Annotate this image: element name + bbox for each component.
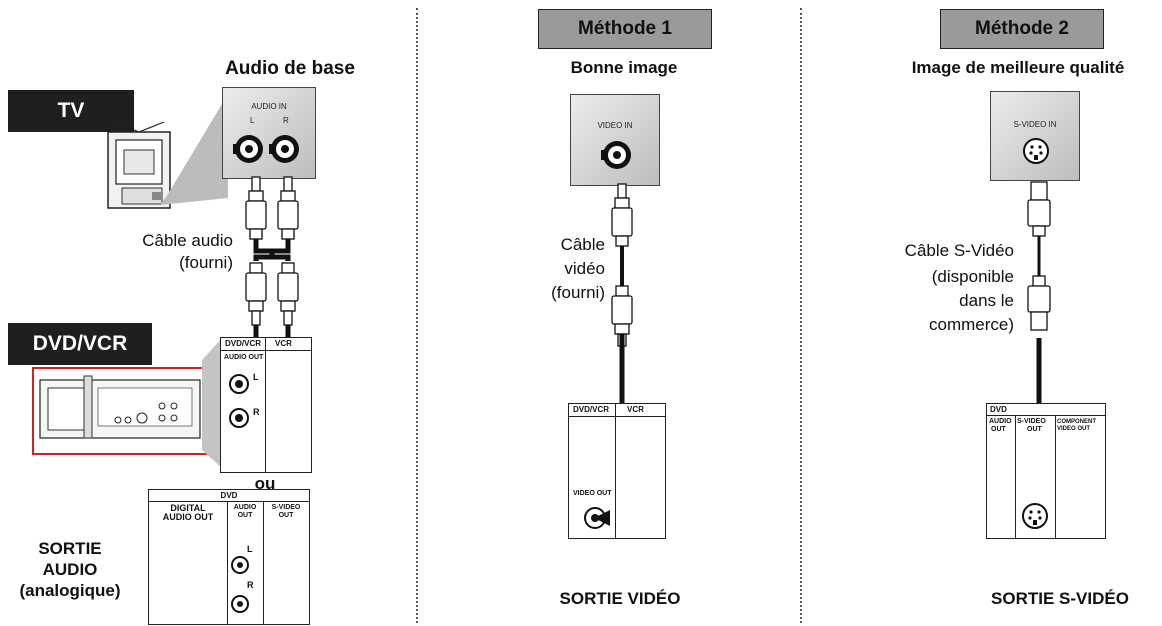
- audio-in-plate: AUDIO IN L R: [222, 87, 316, 179]
- svideo-cable-label-line2: (disponible: [931, 267, 1014, 286]
- panel1-r-label: R: [253, 407, 260, 417]
- dvdvcr-tag: DVD/VCR: [8, 323, 152, 365]
- panel4-audio-label1: AUDIO: [989, 418, 1012, 425]
- panel1-l-label: L: [253, 372, 259, 382]
- panel2-r-label: R: [247, 580, 254, 590]
- svideo-cable-label-line4: commerce): [928, 315, 1014, 334]
- basic-audio-header: Audio de base: [225, 58, 355, 79]
- method1-subtitle: Bonne image: [570, 58, 678, 77]
- panel2-jacks: [231, 556, 249, 613]
- panel4-component-label1: COMPONENT: [1057, 419, 1096, 425]
- method2-bottom: SORTIE S-VIDÉO: [991, 589, 1129, 608]
- panel3-dvdvcr-label: DVD/VCR: [573, 405, 610, 414]
- panel1-jacks: [229, 374, 249, 428]
- dvd-audio-panel: DVD DIGITAL AUDIO OUT AUDIO OUT S-VIDEO …: [148, 489, 310, 625]
- panel2-l-label: L: [247, 544, 253, 554]
- method2-subtitle: Image de meilleure qualité: [911, 58, 1125, 77]
- tv-tag: TV: [8, 90, 134, 132]
- video-cable-label-line1: Câble: [560, 235, 605, 254]
- or-text: ou: [254, 474, 276, 493]
- panel4-audio-label2: OUT: [991, 426, 1006, 433]
- audio-in-label: AUDIO IN: [251, 102, 287, 111]
- tv-zoom-projection: [160, 94, 228, 205]
- method1-box: Méthode 1: [538, 9, 712, 49]
- panel2-svideo-label1: S-VIDEO: [271, 504, 301, 511]
- dvdvcr-zoom-projection: [202, 336, 224, 470]
- video-in-jack: [601, 141, 631, 169]
- panel4-dvd-label: DVD: [990, 405, 1007, 414]
- audio-cable-label-line1: Câble audio: [142, 231, 233, 250]
- audio-in-jacks: [233, 135, 299, 163]
- panel1-audio-out-label: AUDIO OUT: [224, 354, 264, 361]
- panel2-dvd-label: DVD: [220, 491, 238, 500]
- svideo-cable-label-line1: Câble S-Vidéo: [904, 241, 1014, 260]
- panel1-vcr-label: VCR: [275, 339, 292, 348]
- svideo-in-jack: [1023, 138, 1049, 164]
- video-in-label: VIDEO IN: [597, 121, 633, 130]
- method1-bottom: SORTIE VIDÉO: [559, 589, 681, 608]
- video-cable-arrow: [594, 510, 610, 526]
- panel3-video-out-label: VIDEO OUT: [573, 490, 612, 497]
- panel2-audio-label1: AUDIO: [233, 504, 257, 511]
- tv-illustration: [107, 121, 171, 209]
- method2-box: Méthode 2: [940, 9, 1104, 49]
- panel2-digital-label1: DIGITAL: [170, 503, 206, 513]
- basic-bottom-line3: (analogique): [19, 581, 121, 600]
- panel4-svideo-label1: S-VIDEO: [1017, 418, 1046, 425]
- dvdvcr-device-illustration: [39, 375, 201, 439]
- audio-in-r-label: R: [283, 116, 289, 125]
- section-divider-right: [800, 8, 802, 623]
- audio-in-l-label: L: [250, 116, 255, 125]
- dvdvcr-video-panel: DVD/VCR VCR VIDEO OUT: [568, 403, 666, 539]
- panel4-component-label2: VIDEO OUT: [1057, 426, 1091, 432]
- panel2-svideo-label2: OUT: [278, 512, 294, 519]
- basic-bottom-line2: AUDIO: [42, 560, 98, 579]
- panel4-svideo-jack: [1022, 503, 1048, 529]
- svideo-in-label: S-VIDEO IN: [1013, 120, 1057, 129]
- basic-bottom-line1: SORTIE: [38, 539, 102, 558]
- audio-cable-label-line2: (fourni): [179, 253, 233, 272]
- section-divider-left: [416, 8, 418, 623]
- panel4-svideo-label2: OUT: [1027, 426, 1042, 433]
- dvdvcr-audio-panel: DVD/VCR VCR AUDIO OUT L R: [220, 337, 312, 473]
- video-cable-label-line3: (fourni): [551, 283, 605, 302]
- panel2-digital-label2: AUDIO OUT: [162, 512, 214, 522]
- svideo-cable-label-line3: dans le: [959, 291, 1014, 310]
- panel3-vcr-label: VCR: [627, 405, 644, 414]
- dvd-svideo-panel: DVD AUDIO OUT S-VIDEO OUT COMPONENT VIDE…: [986, 403, 1106, 539]
- video-cable-label-line2: vidéo: [564, 259, 605, 278]
- panel2-audio-label2: OUT: [237, 512, 253, 519]
- svideo-in-plate: S-VIDEO IN: [990, 91, 1080, 181]
- panel1-dvdvcr-label: DVD/VCR: [225, 339, 262, 348]
- video-in-plate: VIDEO IN: [570, 94, 660, 186]
